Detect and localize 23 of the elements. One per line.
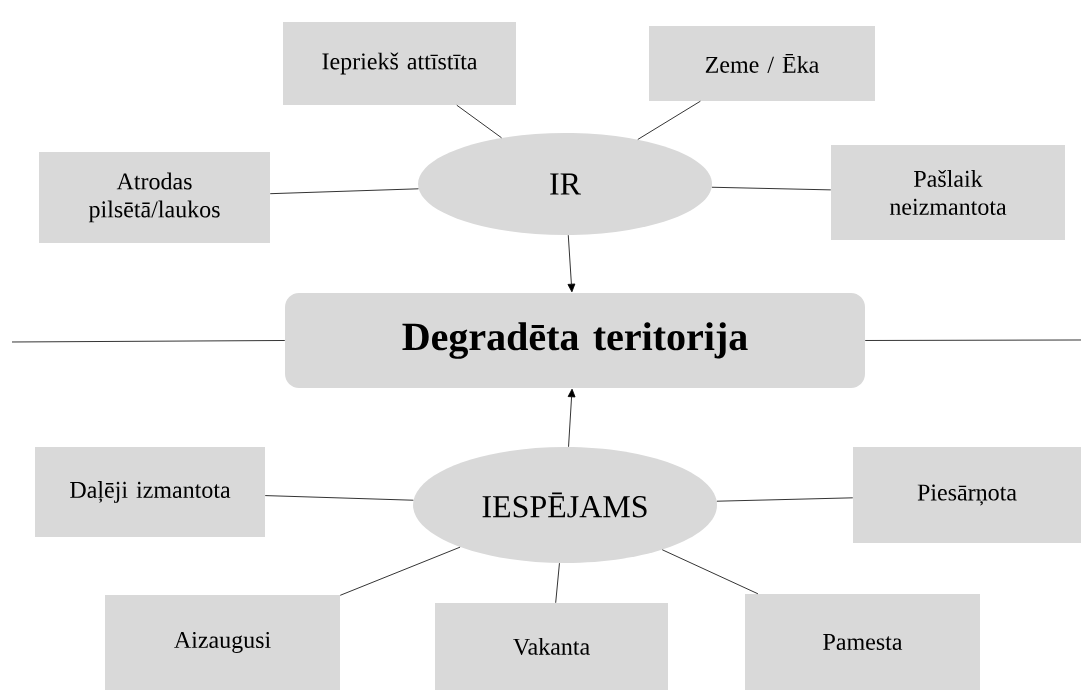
text-box: Zeme / Ēka: [649, 26, 875, 101]
text-box: Pašlaik neizmantota: [831, 145, 1065, 240]
connector-line: [456, 104, 502, 139]
connector-line: [269, 188, 419, 195]
text-box: Piesārņota: [853, 447, 1081, 543]
connector-line: [637, 100, 701, 140]
connector-line: [11, 340, 286, 343]
text-box: Iepriekš attīstīta: [283, 22, 516, 105]
connector-line: [864, 339, 1081, 341]
arrow: [567, 388, 576, 448]
connector-line: [264, 495, 414, 501]
text-box: Vakanta: [435, 603, 668, 690]
text-box: Daļēji izmantota: [35, 447, 265, 537]
connector-line: [555, 562, 560, 604]
connector-line: [716, 497, 854, 502]
title-box: Degradēta teritorija: [285, 293, 865, 388]
text-box: Aizaugusi: [105, 595, 340, 690]
connector-line: [711, 186, 832, 191]
connector-line: [339, 546, 461, 596]
text-box: Pamesta: [745, 594, 980, 690]
arrow: [567, 234, 576, 293]
connector-line: [661, 549, 759, 595]
text-box: Atrodas pilsētā/laukos: [39, 152, 270, 243]
